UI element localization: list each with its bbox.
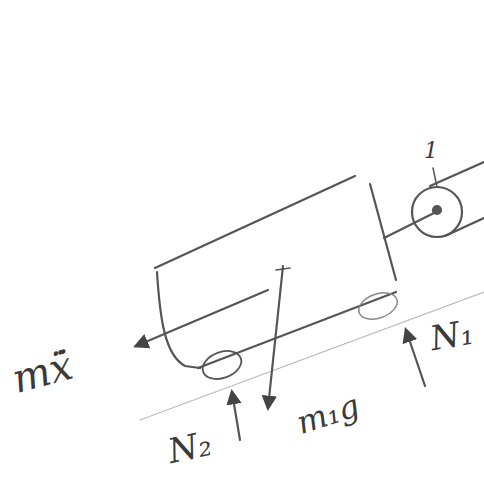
pulley [412, 187, 462, 237]
cart-left [157, 272, 200, 368]
cart-right [370, 184, 396, 280]
force-label: N₁ [427, 314, 476, 355]
force-label: m₁g [293, 389, 363, 439]
normal-force-arrow [406, 330, 425, 386]
support [433, 168, 437, 187]
inertial-force-arrow [136, 290, 268, 346]
callout-number: 1 [424, 140, 438, 162]
wheel [355, 288, 401, 324]
force-label: mẋ̈ [8, 345, 77, 399]
cart-top [155, 176, 355, 268]
force-label: N₂ [165, 426, 215, 468]
weight-arrow [268, 266, 283, 408]
incline-line [140, 292, 484, 420]
rope [445, 218, 484, 236]
wheel [199, 346, 245, 384]
rope [384, 212, 436, 238]
pulley-axle [433, 206, 441, 214]
normal-force-arrow [232, 392, 240, 440]
weight-tick [276, 268, 290, 270]
rope [430, 162, 484, 186]
cart-bottom [198, 292, 396, 368]
